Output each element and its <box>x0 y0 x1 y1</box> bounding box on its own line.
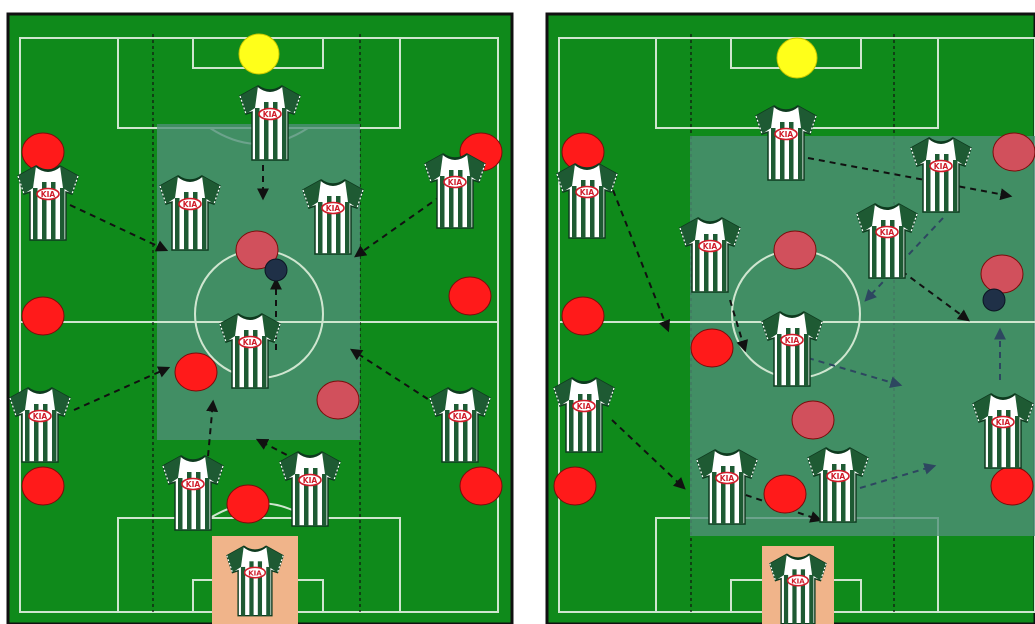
opponent-marker-faded <box>993 133 1035 171</box>
opponent-marker <box>764 475 806 513</box>
opponent-marker <box>175 353 217 391</box>
opponent-marker-faded <box>317 381 359 419</box>
opponent-marker <box>554 467 596 505</box>
opponent-marker <box>460 467 502 505</box>
opponent-marker <box>22 133 64 171</box>
opponent-marker <box>227 485 269 523</box>
yellow-ball-icon <box>239 34 279 74</box>
ball-icon <box>983 289 1005 311</box>
opponent-marker <box>449 277 491 315</box>
yellow-ball-icon <box>777 38 817 78</box>
opponent-marker <box>562 297 604 335</box>
opponent-marker-faded <box>792 401 834 439</box>
opponent-marker <box>22 297 64 335</box>
opponent-marker <box>22 467 64 505</box>
opponent-marker-faded <box>774 231 816 269</box>
ball-icon <box>265 259 287 281</box>
opponent-marker-faded <box>981 255 1023 293</box>
opponent-marker <box>991 467 1033 505</box>
opponent-marker <box>691 329 733 367</box>
